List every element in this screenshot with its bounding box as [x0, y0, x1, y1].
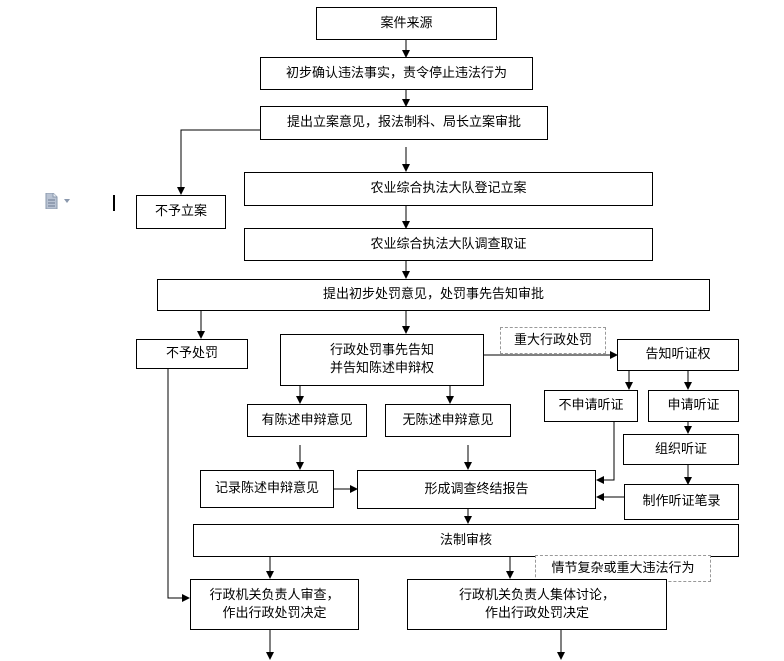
node-investigate: 农业综合执法大队调查取证: [244, 228, 653, 261]
node-label-line2: 作出行政处罚决定: [222, 605, 327, 621]
edge-label: 情节复杂或重大违法行为: [551, 560, 695, 576]
node-label: 组织听证: [654, 441, 707, 457]
node-request-hearing: 申请听证: [648, 390, 739, 422]
node-no-statement: 无陈述申辩意见: [385, 404, 511, 437]
node-filing-opinion: 提出立案意见，报法制科、局长立案审批: [260, 106, 548, 140]
node-label: 初步确认违法事实，责令停止违法行为: [285, 65, 507, 81]
node-record-statement: 记录陈述申辩意见: [200, 470, 334, 508]
node-hearing-transcript: 制作听证笔录: [624, 484, 739, 520]
node-label: 告知听证权: [645, 347, 711, 362]
node-label: 不予立案: [154, 204, 207, 219]
node-label: 案件来源: [380, 15, 433, 31]
node-label: 提出初步处罚意见，处罚事先告知审批: [322, 287, 544, 302]
node-label: 不申请听证: [558, 398, 624, 413]
dropdown-arrow-icon: [64, 199, 70, 203]
node-label-line2: 作出行政处罚决定: [484, 605, 589, 621]
edge-label: 重大行政处罚: [513, 332, 592, 348]
label-major-penalty: 重大行政处罚: [500, 327, 606, 354]
node-label-line1: 行政机关负责人集体讨论，: [458, 587, 615, 603]
node-label: 制作听证笔录: [642, 494, 721, 509]
node-label: 有陈述申辩意见: [261, 412, 353, 428]
node-label: 不予处罚: [165, 346, 218, 361]
node-label: 无陈述申辩意见: [402, 412, 494, 428]
node-register-case: 农业综合执法大队登记立案: [244, 172, 653, 206]
node-prior-notice: 行政处罚事先告知 并告知陈述申辩权: [280, 334, 484, 386]
node-preliminary-confirm: 初步确认违法事实，责令停止违法行为: [260, 57, 533, 90]
node-label-line2: 并告知陈述申辩权: [329, 361, 434, 376]
node-label: 提出立案意见，报法制科、局长立案审批: [286, 115, 521, 130]
node-legal-review: 法制审核: [193, 524, 739, 557]
node-has-statement: 有陈述申辩意见: [247, 404, 367, 437]
node-label: 法制审核: [439, 532, 492, 548]
node-head-review: 行政机关负责人审查， 作出行政处罚决定: [190, 579, 359, 630]
document-icon: [45, 193, 58, 209]
node-notify-hearing: 告知听证权: [617, 339, 739, 371]
node-no-penalty: 不予处罚: [136, 339, 248, 369]
node-label-line1: 行政机关负责人审查，: [209, 587, 340, 603]
node-label: 申请听证: [667, 398, 720, 413]
node-case-source: 案件来源: [316, 7, 497, 40]
node-label: 形成调查终结报告: [424, 481, 529, 497]
label-complex-case: 情节复杂或重大违法行为: [535, 555, 711, 582]
node-penalty-opinion: 提出初步处罚意见，处罚事先告知审批: [157, 279, 710, 311]
node-organize-hearing: 组织听证: [623, 434, 739, 465]
node-collective-discussion: 行政机关负责人集体讨论， 作出行政处罚决定: [407, 579, 667, 630]
node-no-hearing-request: 不申请听证: [544, 390, 638, 422]
node-label-line1: 行政处罚事先告知: [329, 343, 434, 358]
text-cursor: [113, 195, 115, 211]
node-label: 农业综合执法大队登记立案: [370, 181, 527, 196]
node-label: 记录陈述申辩意见: [214, 481, 319, 496]
node-label: 农业综合执法大队调查取证: [370, 236, 527, 252]
node-not-file: 不予立案: [136, 195, 226, 229]
node-final-report: 形成调查终结报告: [357, 470, 596, 509]
